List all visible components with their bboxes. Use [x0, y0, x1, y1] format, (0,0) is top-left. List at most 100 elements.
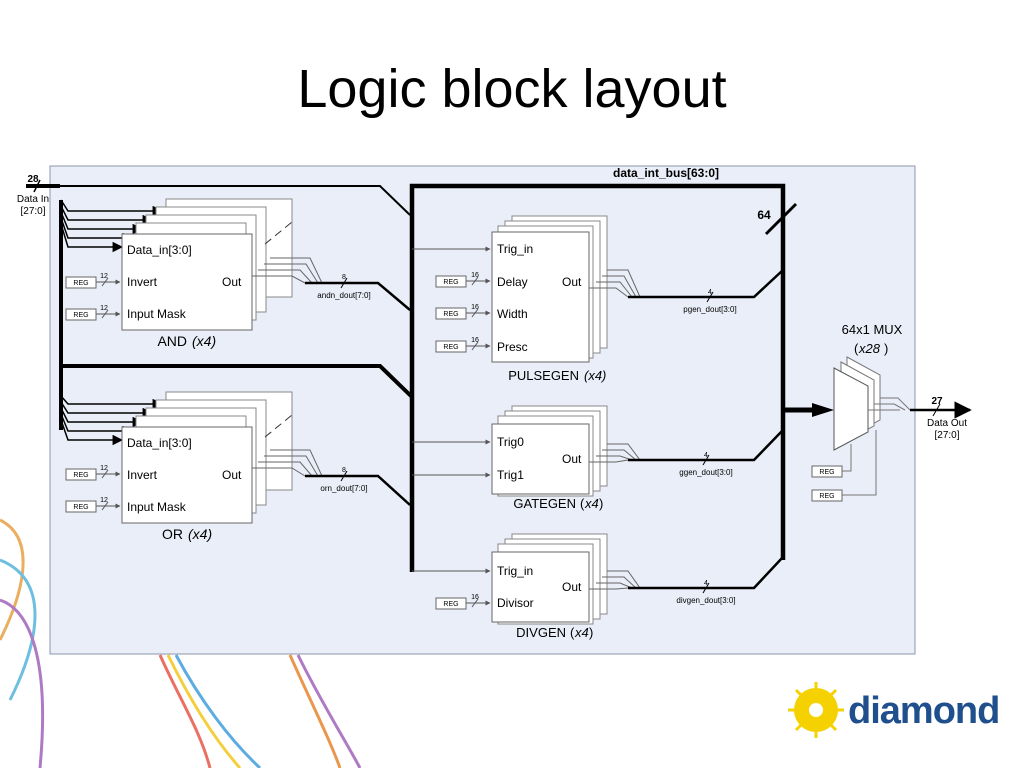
or-out-width: 8	[342, 467, 346, 474]
bus-width: 64	[757, 208, 771, 222]
gategen-stack	[491, 405, 608, 497]
and-out-width: 8	[342, 274, 346, 281]
divgen-label: DIVGEN ( x4 )	[516, 625, 593, 640]
svg-text:16: 16	[471, 272, 479, 279]
pulsegen-reg-presc: REG 16	[435, 337, 491, 353]
svg-text:16: 16	[471, 304, 479, 311]
svg-text:16: 16	[471, 337, 479, 344]
mux-reg-1: REG	[811, 444, 852, 478]
gategen-out-bus	[628, 429, 784, 462]
svg-text:(x4): (x4)	[192, 333, 216, 349]
or-port-data: Data_in[3:0]	[127, 436, 192, 450]
or-reg-mask: REG 12	[65, 497, 121, 513]
mux-mult: ( x28 )	[854, 341, 888, 356]
svg-text:12: 12	[100, 465, 108, 472]
and-stack-ellipsis	[264, 221, 293, 245]
or-port-invert: Invert	[127, 468, 158, 482]
or-port-mask: Input Mask	[127, 500, 187, 514]
and-out-bus	[305, 281, 411, 311]
divgen-output-lines	[589, 570, 641, 590]
or-output-lines	[252, 449, 323, 477]
svg-text:(x4): (x4)	[584, 368, 606, 383]
svg-text:): )	[599, 496, 603, 511]
svg-text:): )	[884, 341, 888, 356]
divgen-out-slash	[702, 582, 710, 594]
svg-text:REG: REG	[819, 469, 834, 476]
svg-text:PULSEGEN: PULSEGEN	[508, 368, 579, 383]
input-to-bus-top	[60, 185, 411, 216]
data-in-port: 28 Data In [27:0]	[17, 174, 60, 217]
and-port-mask: Input Mask	[127, 307, 187, 321]
or-port-out: Out	[222, 468, 242, 482]
svg-text:(x4): (x4)	[188, 526, 212, 542]
input-to-bus-mid	[61, 364, 414, 399]
and-reg-mask: REG 12	[65, 305, 121, 321]
and-reg-invert: REG 12	[65, 273, 121, 289]
bus-to-mux	[783, 403, 834, 417]
pulsegen-output-lines	[589, 269, 641, 298]
and-port-data: Data_in[3:0]	[127, 243, 192, 257]
pulsegen-port-out: Out	[562, 275, 582, 289]
or-out-bus	[305, 474, 411, 506]
data-in-width: 28	[27, 174, 39, 185]
svg-text:(: (	[570, 625, 575, 640]
data-out-range: [27:0]	[934, 430, 959, 441]
svg-text:): )	[589, 625, 593, 640]
pulsegen-port-delay: Delay	[497, 275, 528, 289]
decorative-swirls	[0, 518, 362, 768]
and-out-slash	[340, 277, 348, 289]
or-reg-invert: REG 12	[65, 465, 121, 481]
gategen-out-slash	[702, 454, 710, 466]
and-label: AND (x4)	[157, 333, 216, 349]
bus-feed-lines	[412, 246, 491, 574]
divgen-port-out: Out	[562, 580, 582, 594]
pulsegen-out-slash	[706, 291, 714, 303]
svg-text:12: 12	[100, 273, 108, 280]
or-block-stack	[121, 391, 293, 524]
svg-text:x28: x28	[858, 341, 881, 356]
svg-text:DIVGEN: DIVGEN	[516, 625, 566, 640]
data-in-range: [27:0]	[20, 206, 45, 217]
and-block-stack	[121, 198, 293, 331]
pulsegen-port-presc: Presc	[497, 340, 528, 354]
svg-text:REG: REG	[73, 312, 88, 319]
divgen-stack	[491, 533, 608, 625]
or-stack-ellipsis	[264, 414, 293, 438]
svg-text:(: (	[854, 341, 859, 356]
pulsegen-stack	[491, 215, 608, 363]
and-input-fan	[60, 199, 164, 253]
gategen-out-bus-label: ggen_dout[3:0]	[679, 468, 732, 477]
diamond-logo-sun	[788, 682, 844, 738]
pulsegen-out-width: 4	[708, 289, 712, 296]
svg-text:GATEGEN: GATEGEN	[513, 496, 576, 511]
data-out-width: 27	[931, 396, 943, 407]
svg-text:REG: REG	[73, 280, 88, 287]
data-out-slash	[932, 403, 941, 417]
internal-bus	[409, 183, 798, 572]
or-input-fan	[60, 395, 164, 446]
pulsegen-reg-delay: REG 16	[435, 272, 491, 288]
or-out-bus-label: orn_dout[7:0]	[320, 484, 367, 493]
mux-reg-2: REG	[811, 430, 877, 502]
data-in-label: Data In	[17, 194, 49, 205]
divgen-out-width: 4	[704, 580, 708, 587]
gategen-output-lines	[589, 443, 641, 463]
svg-text:REG: REG	[443, 344, 458, 351]
gategen-port-trig0: Trig0	[497, 435, 524, 449]
or-label: OR (x4)	[162, 526, 212, 542]
and-port-out: Out	[222, 275, 242, 289]
divgen-port-divisor: Divisor	[497, 596, 534, 610]
svg-text:REG: REG	[443, 311, 458, 318]
pulsegen-reg-width: REG 16	[435, 304, 491, 320]
svg-text:(: (	[580, 496, 585, 511]
data-out-label: Data Out	[927, 418, 967, 429]
divgen-out-bus-label: divgen_dout[3:0]	[676, 596, 735, 605]
gategen-port-trig1: Trig1	[497, 468, 524, 482]
gategen-port-out: Out	[562, 452, 582, 466]
svg-text:REG: REG	[73, 472, 88, 479]
and-port-invert: Invert	[127, 275, 158, 289]
pulsegen-label: PULSEGEN (x4)	[508, 368, 606, 383]
divgen-out-bus	[628, 556, 784, 590]
svg-text:x4: x4	[584, 496, 599, 511]
svg-text:16: 16	[471, 594, 479, 601]
